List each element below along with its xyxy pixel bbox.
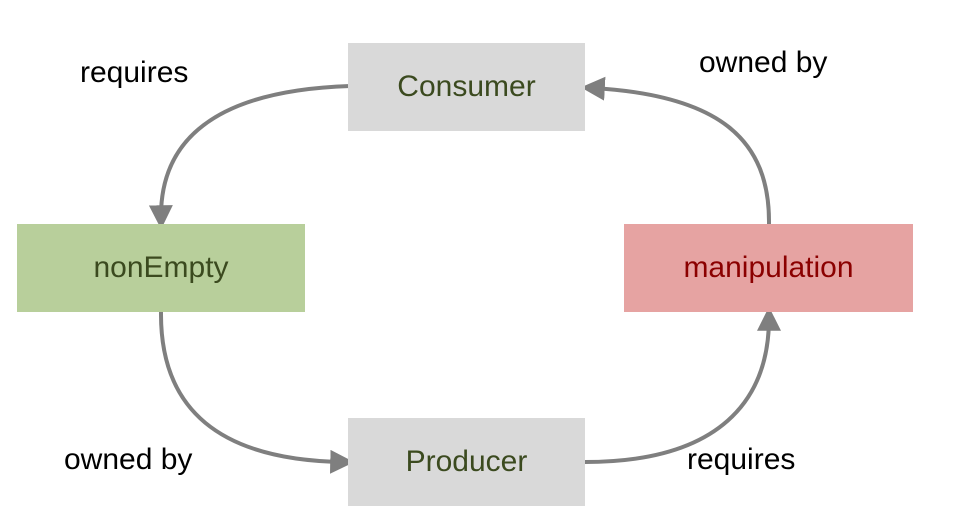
node-consumer: Consumer xyxy=(348,43,585,131)
edge-label-manipulation-to-consumer: owned by xyxy=(699,46,828,79)
arrow-nonempty-to-producer xyxy=(158,311,355,474)
node-nonempty: nonEmpty xyxy=(17,224,305,312)
node-producer: Producer xyxy=(348,418,585,506)
arrow-manipulation-to-consumer xyxy=(580,76,772,225)
edge-label-consumer-to-nonempty: requires xyxy=(80,56,189,89)
node-nonempty-label: nonEmpty xyxy=(93,251,229,284)
edge-label-producer-to-manipulation: requires xyxy=(687,443,796,476)
arrow-consumer-to-nonempty xyxy=(148,84,351,230)
node-manipulation: manipulation xyxy=(624,224,913,312)
node-consumer-label: Consumer xyxy=(397,70,536,103)
edge-label-nonempty-to-producer: owned by xyxy=(64,443,193,476)
node-manipulation-label: manipulation xyxy=(683,251,854,284)
node-producer-label: Producer xyxy=(405,445,528,478)
arrow-producer-to-manipulation xyxy=(584,306,781,464)
